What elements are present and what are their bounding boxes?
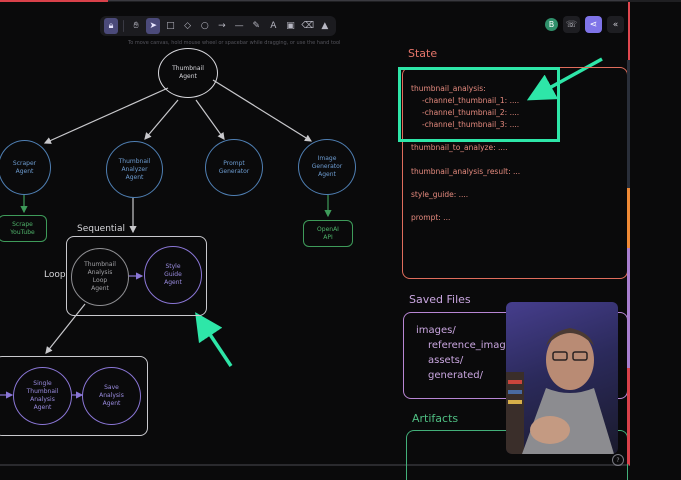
- state-line: thumbnail_to_analyze: ....: [411, 143, 508, 152]
- canvas-hint: To move canvas, hold mouse wheel or spac…: [128, 40, 341, 46]
- file-path: reference_imag: [428, 340, 506, 351]
- prompt-generator-node[interactable]: Prompt Generator: [205, 139, 263, 196]
- share-icon[interactable]: ⋖: [585, 16, 602, 33]
- toolbar-divider: [123, 20, 125, 32]
- single-thumbnail-analysis-agent-node[interactable]: Single Thumbnail Analysis Agent: [13, 367, 72, 425]
- image-icon[interactable]: ▣: [286, 21, 295, 31]
- top-progress-line: [0, 0, 681, 2]
- style-guide-agent-node[interactable]: Style Guide Agent: [144, 246, 202, 304]
- collapse-icon[interactable]: «: [607, 16, 624, 33]
- state-line: -channel_thumbnail_1: ....: [422, 96, 520, 105]
- file-path: assets/: [428, 355, 464, 366]
- text-icon[interactable]: A: [270, 21, 277, 31]
- highlight-callout-box: [398, 67, 560, 142]
- openai-api-tool[interactable]: OpenAI API: [303, 220, 353, 247]
- sequential-label: Sequential: [77, 224, 125, 234]
- file-path: generated/: [428, 370, 484, 381]
- state-title: State: [408, 47, 438, 60]
- ellipse-icon[interactable]: ○: [200, 21, 209, 31]
- pointer-icon[interactable]: ➤: [146, 18, 161, 34]
- state-line: -channel_thumbnail_3: ....: [422, 120, 520, 129]
- file-path: images/: [416, 325, 456, 336]
- webcam-overlay: [506, 302, 618, 454]
- thumbnail-agent-node[interactable]: Thumbnail Agent: [158, 48, 218, 98]
- save-analysis-agent-node[interactable]: Save Analysis Agent: [82, 367, 141, 425]
- hand-icon[interactable]: ✋︎: [133, 21, 139, 31]
- presenter-video-frame: [506, 328, 614, 454]
- panel-scrollbar[interactable]: [627, 60, 630, 464]
- rectangle-icon[interactable]: □: [166, 21, 175, 31]
- state-line: style_guide: ....: [411, 190, 469, 199]
- header-right-tools: B ☏ ⋖ «: [545, 16, 624, 33]
- help-icon[interactable]: ?: [612, 454, 624, 466]
- scraper-agent-node[interactable]: Scraper Agent: [0, 140, 51, 195]
- state-line: prompt: ...: [411, 213, 451, 222]
- saved-files-title: Saved Files: [409, 293, 471, 306]
- thumbnail-analyzer-agent-node[interactable]: Thumbnail Analyzer Agent: [106, 141, 163, 198]
- lock-icon[interactable]: 🔒︎: [104, 18, 119, 34]
- eraser-icon[interactable]: ⌫: [301, 21, 315, 31]
- diamond-icon[interactable]: ◇: [184, 21, 192, 31]
- state-line: -channel_thumbnail_2: ....: [422, 108, 520, 117]
- image-generator-agent-node[interactable]: Image Generator Agent: [298, 139, 356, 195]
- arrow-icon[interactable]: →: [218, 21, 226, 31]
- loop-label: Loop: [44, 270, 66, 280]
- thumbnail-analysis-loop-agent-node[interactable]: Thumbnail Analysis Loop Agent: [71, 248, 129, 306]
- sequential-group[interactable]: [66, 236, 207, 316]
- scrape-youtube-tool[interactable]: Scrape YouTube: [0, 215, 47, 242]
- user-avatar[interactable]: B: [545, 18, 558, 31]
- drawing-toolbar: 🔒︎ ✋︎ ➤ □ ◇ ○ → — ✎ A ▣ ⌫ ▲: [100, 16, 336, 36]
- artifacts-title: Artifacts: [412, 412, 459, 425]
- pencil-icon[interactable]: ✎: [252, 21, 260, 31]
- library-icon[interactable]: ▲: [321, 21, 329, 31]
- phone-icon[interactable]: ☏: [563, 16, 580, 33]
- state-line: thumbnail_analysis_result: ...: [411, 167, 521, 176]
- loop-group[interactable]: [0, 356, 148, 436]
- state-line: thumbnail_analysis:: [411, 84, 486, 93]
- line-icon[interactable]: —: [234, 21, 244, 31]
